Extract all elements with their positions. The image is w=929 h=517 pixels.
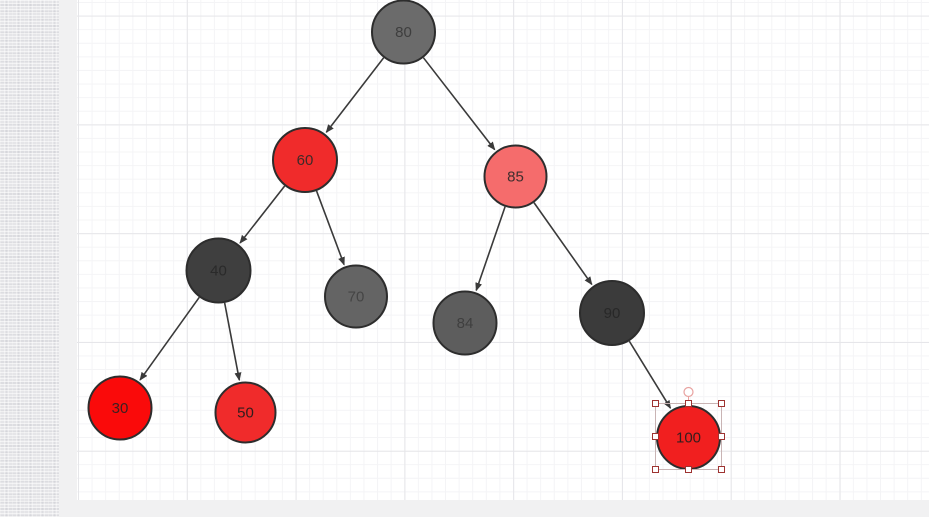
rotation-handle[interactable] [683,386,694,398]
tree-node-70[interactable]: 70 [324,264,388,329]
tree-edge-80-60[interactable] [325,57,385,134]
tree-edge-85-90[interactable] [533,202,593,286]
tree-node-circle-80[interactable] [371,0,436,65]
tree-node-30[interactable]: 30 [87,375,153,441]
resize-handle-nw[interactable] [652,400,659,407]
resize-handle-n[interactable] [685,400,692,407]
tree-edge-60-40[interactable] [239,185,286,244]
resize-handle-se[interactable] [718,466,725,473]
tree-node-label-70: 70 [348,288,365,305]
canvas-left-margin [59,0,77,517]
tree-edge-85-84[interactable] [475,206,506,292]
tree-node-circle-85[interactable] [483,144,548,209]
tree-node-80[interactable]: 80 [371,0,436,65]
resize-handle-ne[interactable] [718,400,725,407]
selection-overlay [652,386,725,473]
tree-node-label-85: 85 [507,168,524,185]
resize-handle-w[interactable] [652,433,659,440]
tree-node-label-40: 40 [210,262,227,279]
tree-node-circle-60[interactable] [272,127,338,193]
tree-node-85[interactable]: 85 [483,144,548,209]
window-background-texture [0,0,59,517]
tree-node-circle-30[interactable] [87,375,153,441]
tree-node-label-84: 84 [457,315,474,332]
tree-edge-40-30[interactable] [139,296,200,381]
tree-node-50[interactable]: 50 [214,381,277,444]
tree-edge-80-85[interactable] [422,57,496,151]
tree-edge-90-100[interactable] [628,340,672,409]
tree-edge-60-70[interactable] [315,190,345,266]
tree-node-90[interactable]: 90 [579,280,645,346]
tree-node-label-90: 90 [604,305,621,322]
tree-node-label-50: 50 [237,404,254,421]
tree-node-circle-70[interactable] [324,264,388,329]
tree-node-circle-90[interactable] [579,280,645,346]
tree-node-label-80: 80 [395,24,412,41]
tree-node-label-60: 60 [297,152,314,169]
tree-node-60[interactable]: 60 [272,127,338,193]
tree-node-circle-40[interactable] [185,237,252,304]
tree-node-label-30: 30 [112,400,129,417]
tree-node-circle-50[interactable] [214,381,277,444]
tree-edge-40-50[interactable] [223,302,242,382]
tree-node-label-100: 100 [676,429,701,446]
tree-node-circle-84[interactable] [432,290,498,356]
resize-handle-s[interactable] [685,466,692,473]
resize-handle-sw[interactable] [652,466,659,473]
tree-node-84[interactable]: 84 [432,290,498,356]
tree-node-100[interactable]: 100 [656,405,721,470]
resize-handle-e[interactable] [718,433,725,440]
tree-node-40[interactable]: 40 [185,237,252,304]
